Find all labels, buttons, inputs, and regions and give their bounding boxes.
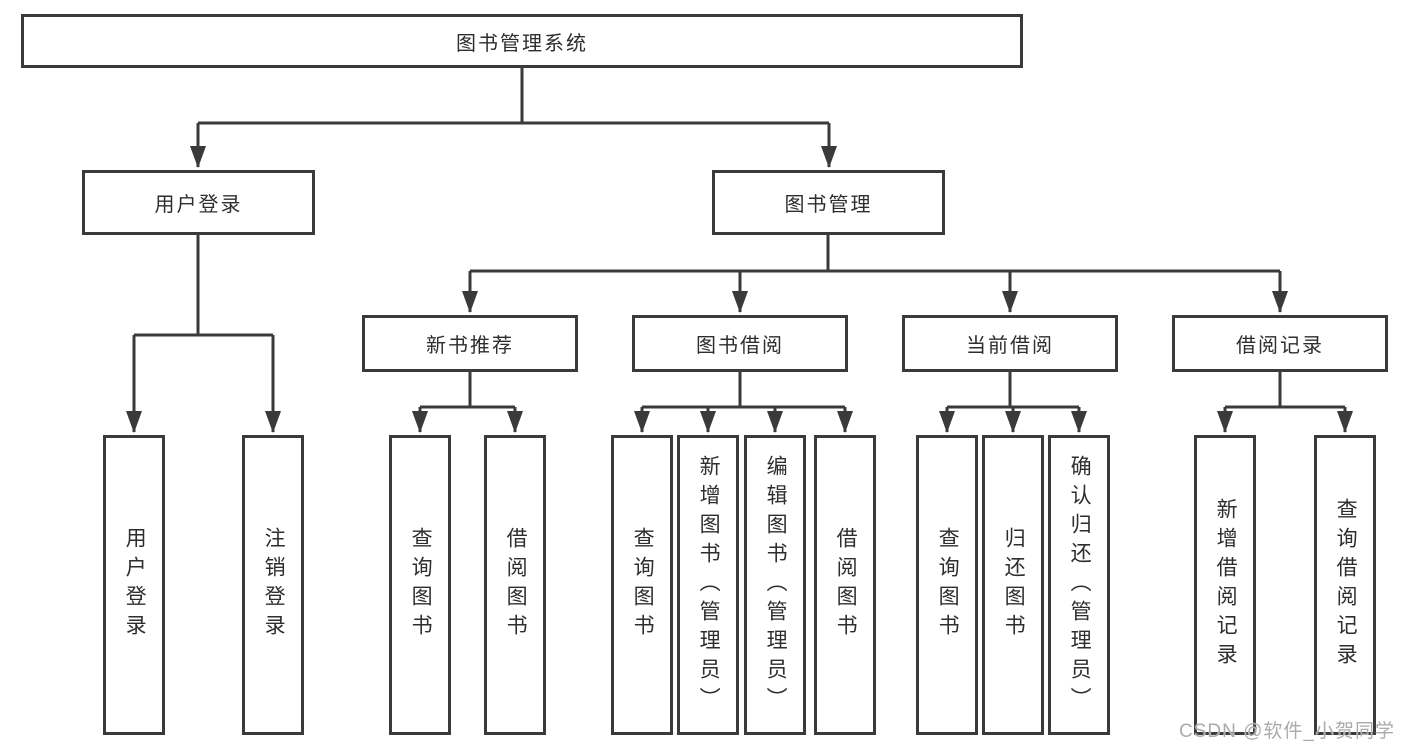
node-label: 注销登录	[262, 527, 286, 643]
node-label: 借阅记录	[1236, 335, 1324, 357]
node-label: 编辑图书（管理员）	[764, 454, 788, 716]
leaf-query-borrow-record: 查询借阅记录	[1314, 435, 1376, 735]
node-current-borrowing: 当前借阅	[902, 315, 1118, 372]
node-label: 归还图书	[1002, 527, 1026, 643]
leaf-borrow-books: 借阅图书	[484, 435, 546, 735]
node-label: 查询借阅记录	[1334, 498, 1358, 672]
leaf-edit-books-admin: 编辑图书（管理员）	[744, 435, 806, 735]
node-borrowing-records: 借阅记录	[1172, 315, 1388, 372]
node-label: 查询图书	[631, 527, 655, 643]
node-label: 用户登录	[154, 194, 243, 216]
leaf-add-books-admin: 新增图书（管理员）	[677, 435, 739, 735]
leaf-return-books: 归还图书	[982, 435, 1044, 735]
leaf-query-books: 查询图书	[611, 435, 673, 735]
node-label: 当前借阅	[966, 335, 1054, 357]
node-label: 确认归还（管理员）	[1068, 454, 1092, 716]
leaf-user-login: 用户登录	[103, 435, 165, 735]
node-label: 新增借阅记录	[1214, 498, 1238, 672]
leaf-logout: 注销登录	[242, 435, 304, 735]
node-library-management-system: 图书管理系统	[21, 14, 1023, 68]
leaf-query-books: 查询图书	[389, 435, 451, 735]
csdn-watermark: CSDN @软件_小贺同学	[1179, 721, 1395, 742]
node-label: 借阅图书	[504, 527, 528, 643]
node-label: 借阅图书	[834, 527, 858, 643]
node-label: 图书借阅	[696, 335, 784, 357]
node-label: 查询图书	[409, 527, 433, 643]
node-label: 新书推荐	[426, 335, 514, 357]
node-label: 用户登录	[123, 527, 147, 643]
leaf-borrow-books: 借阅图书	[814, 435, 876, 735]
node-label: 查询图书	[936, 527, 960, 643]
node-book-borrowing: 图书借阅	[632, 315, 848, 372]
node-label: 新增图书（管理员）	[697, 454, 721, 716]
node-book-management: 图书管理	[712, 170, 945, 235]
node-user-login: 用户登录	[82, 170, 315, 235]
leaf-add-borrow-record: 新增借阅记录	[1194, 435, 1256, 735]
node-label: 图书管理系统	[456, 32, 588, 55]
leaf-query-books: 查询图书	[916, 435, 978, 735]
leaf-confirm-return-admin: 确认归还（管理员）	[1048, 435, 1110, 735]
node-new-book-recommendation: 新书推荐	[362, 315, 578, 372]
node-label: 图书管理	[784, 194, 873, 216]
